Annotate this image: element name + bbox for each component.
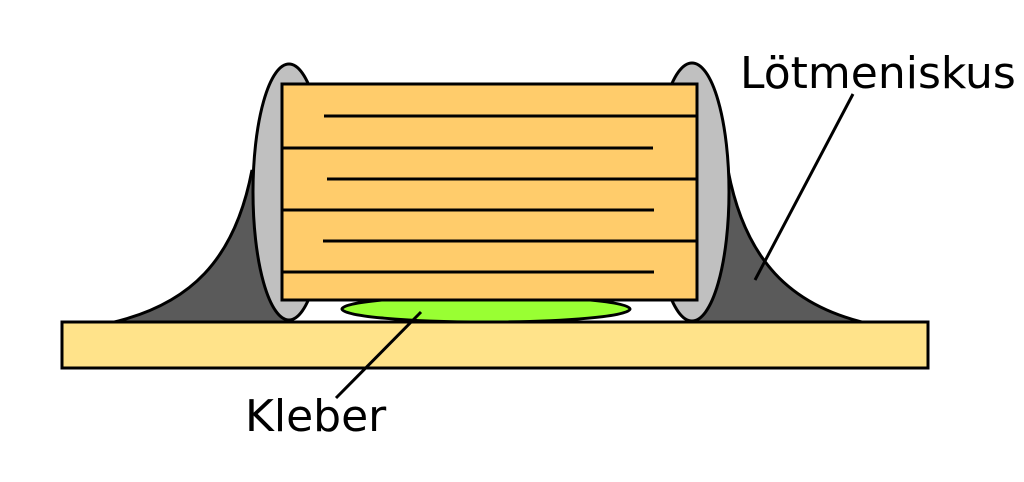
label-solder-meniscus: Lötmeniskus xyxy=(740,48,1016,99)
circuit-board xyxy=(60,320,930,370)
capacitor-body xyxy=(280,82,699,302)
meniscus-leader-line xyxy=(753,93,855,281)
internal-electrodes xyxy=(282,114,697,274)
adhesive-leader-line xyxy=(334,310,423,400)
label-adhesive: Kleber xyxy=(245,391,387,442)
solder-meniscus-left xyxy=(109,169,292,325)
